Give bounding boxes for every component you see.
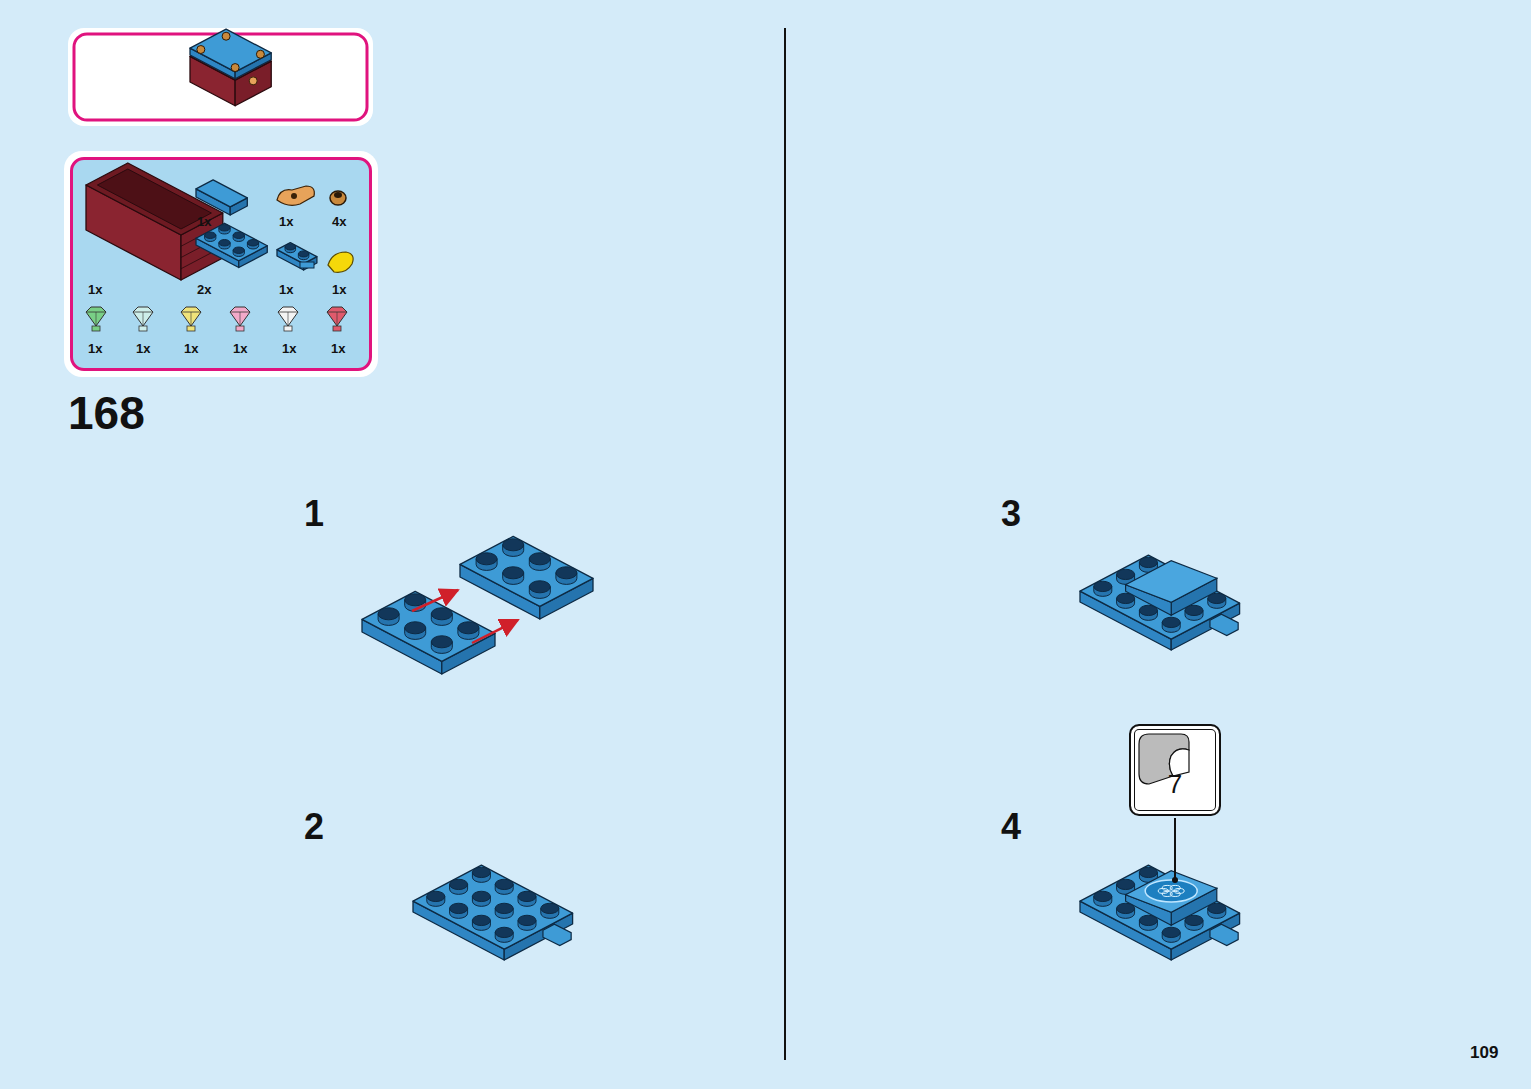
- part-count: 1x: [88, 341, 102, 356]
- part-count: 2x: [197, 282, 211, 297]
- sticker-callout: 7: [1129, 724, 1221, 816]
- parts-list-box: 1x 1x 4x 1x 2x 1x 1x 1x 1x 1x 1x 1x 1x: [70, 157, 372, 371]
- divider: [784, 28, 786, 1060]
- callout-halo: [68, 28, 373, 126]
- part-count: 1x: [279, 214, 293, 229]
- step-number: 1: [304, 493, 324, 535]
- part-count: 1x: [279, 282, 293, 297]
- part-count: 1x: [136, 341, 150, 356]
- plate-assembly: [1080, 555, 1240, 650]
- part-count: 1x: [282, 341, 296, 356]
- assembly-arrow: [412, 590, 518, 643]
- plate-assembly: [413, 865, 573, 960]
- page-number: 109: [1470, 1043, 1498, 1063]
- plate-assembly: [1080, 865, 1240, 960]
- leader-dot: [1172, 877, 1178, 883]
- parts-icons: [70, 157, 372, 371]
- main-step-number: 168: [68, 386, 145, 440]
- step-number: 4: [1001, 806, 1021, 848]
- part-count: 1x: [233, 341, 247, 356]
- sticker-number: 7: [1168, 769, 1182, 800]
- parts-halo: [64, 151, 378, 377]
- part-count: 1x: [332, 282, 346, 297]
- parts-icons: [86, 163, 353, 331]
- sticker-icon: [1137, 732, 1197, 792]
- part-count: 1x: [88, 282, 102, 297]
- step-number: 3: [1001, 493, 1021, 535]
- plate-2x3: [460, 536, 593, 619]
- leader-line: [1174, 818, 1176, 880]
- part-count: 1x: [331, 341, 345, 356]
- chest-icon: [190, 29, 271, 106]
- part-count: 1x: [184, 341, 198, 356]
- part-count: 1x: [197, 214, 211, 229]
- part-count: 4x: [332, 214, 346, 229]
- step-number: 2: [304, 806, 324, 848]
